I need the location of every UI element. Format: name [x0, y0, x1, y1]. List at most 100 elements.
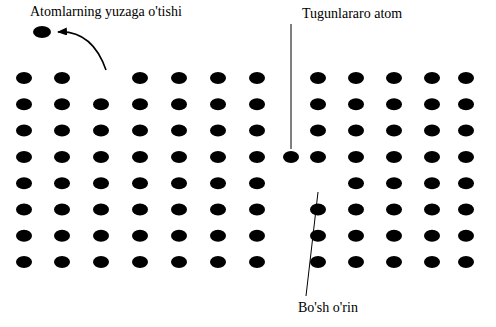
atom [132, 177, 148, 189]
atom [16, 125, 32, 137]
atom [16, 72, 32, 84]
atom [210, 204, 226, 216]
atom [54, 125, 70, 137]
atom [249, 125, 265, 137]
atom [171, 230, 187, 242]
vacancy-label: Bo'sh o'rin [296, 300, 360, 316]
atom [310, 204, 326, 216]
atom [458, 177, 474, 189]
atom [210, 125, 226, 137]
atom [348, 125, 364, 137]
atom [424, 98, 440, 110]
surface-migration-label: Atomlarning yuzaga o'tishi [28, 4, 184, 20]
atom [16, 256, 32, 268]
interstitial-label: Tugunlararo atom [300, 6, 404, 22]
atom [249, 72, 265, 84]
atom [348, 230, 364, 242]
atom [210, 98, 226, 110]
atom [386, 204, 402, 216]
atom [210, 256, 226, 268]
atom [348, 256, 364, 268]
interstitial-atom [283, 151, 299, 163]
atom [386, 125, 402, 137]
atom [93, 98, 109, 110]
atom [171, 256, 187, 268]
atom [16, 151, 32, 163]
atom [54, 72, 70, 84]
atom [93, 256, 109, 268]
atom [210, 177, 226, 189]
surface-atom [33, 26, 51, 38]
atom [132, 72, 148, 84]
atom [424, 256, 440, 268]
atom [16, 98, 32, 110]
atom [171, 204, 187, 216]
atom [386, 151, 402, 163]
atom [93, 151, 109, 163]
atom [348, 98, 364, 110]
atom [249, 204, 265, 216]
atom [210, 151, 226, 163]
atom [16, 177, 32, 189]
migration-arrow [58, 32, 106, 70]
atom [386, 98, 402, 110]
atom [16, 230, 32, 242]
atom [54, 256, 70, 268]
atom [132, 98, 148, 110]
atom [386, 230, 402, 242]
atom [458, 151, 474, 163]
atom [93, 230, 109, 242]
atom [54, 230, 70, 242]
atom [171, 177, 187, 189]
atom [132, 230, 148, 242]
atom [54, 177, 70, 189]
atom [424, 72, 440, 84]
atom-lattice [16, 72, 474, 268]
atom [424, 125, 440, 137]
atom [458, 98, 474, 110]
atom [348, 177, 364, 189]
atom [424, 177, 440, 189]
atom [171, 151, 187, 163]
atom [249, 230, 265, 242]
atom [171, 98, 187, 110]
atom [210, 72, 226, 84]
atom [458, 125, 474, 137]
atom [132, 151, 148, 163]
atom [132, 256, 148, 268]
atom [54, 98, 70, 110]
atom [54, 151, 70, 163]
atom [348, 72, 364, 84]
atom [458, 230, 474, 242]
atom [424, 204, 440, 216]
atom [386, 256, 402, 268]
atom [93, 177, 109, 189]
atom [171, 72, 187, 84]
atom [93, 204, 109, 216]
atom [386, 177, 402, 189]
atom [386, 72, 402, 84]
atom [310, 72, 326, 84]
atom [310, 98, 326, 110]
atom [310, 125, 326, 137]
atom [458, 72, 474, 84]
atom [310, 151, 326, 163]
atom [458, 256, 474, 268]
atom [458, 204, 474, 216]
atom [249, 177, 265, 189]
leader-line [306, 192, 318, 296]
atom [310, 256, 326, 268]
atom [93, 125, 109, 137]
atom [249, 256, 265, 268]
atom [249, 98, 265, 110]
leader-line [291, 24, 292, 149]
atom [348, 204, 364, 216]
atom [132, 204, 148, 216]
atom [132, 125, 148, 137]
atom [249, 151, 265, 163]
atom [16, 204, 32, 216]
atom [424, 151, 440, 163]
atom [424, 230, 440, 242]
